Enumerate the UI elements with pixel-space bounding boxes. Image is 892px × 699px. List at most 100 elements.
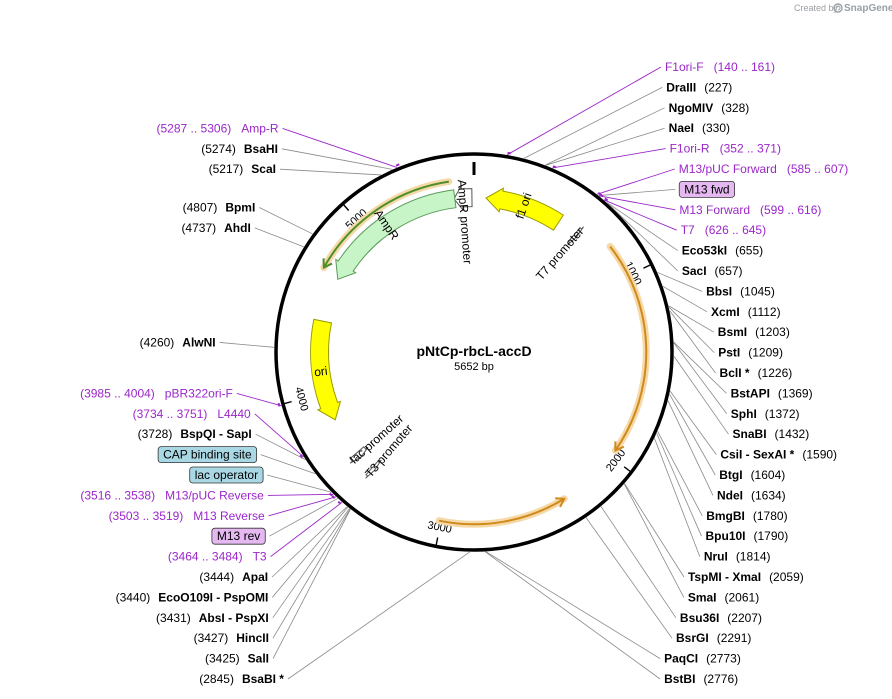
primer-label-f1ori-f[interactable]: F1ori-F(140 .. 161) [665, 60, 775, 74]
label-coord: (1780) [753, 509, 788, 523]
primer-label-m13-reverse[interactable]: M13 Reverse(3503 .. 3519) [109, 509, 265, 523]
feature-t7-promoter[interactable] [567, 226, 584, 246]
primer-label-amp-r[interactable]: Amp-R(5287 .. 5306) [157, 121, 279, 135]
feature-ori[interactable] [310, 318, 342, 421]
label-name: SnaBI [733, 427, 767, 441]
site-label-bsabi[interactable]: BsaBI * (2845) [199, 672, 284, 686]
site-label-snabi[interactable]: SnaBI(1432) [733, 427, 810, 441]
feature-label-m13-fwd[interactable]: M13 fwd [678, 180, 736, 198]
feature-label-lac-operator[interactable]: lac operator [189, 466, 264, 484]
feature-box [678, 180, 736, 198]
primer-label-t3[interactable]: T3(3464 .. 3484) [168, 550, 267, 564]
site-label-ngomiv[interactable]: NgoMIV(328) [669, 101, 750, 115]
feature-t3-promoter[interactable] [365, 459, 382, 479]
site-label-ahdi[interactable]: AhdI(4737) [181, 221, 250, 235]
orf-arc[interactable] [322, 180, 449, 269]
feature-label-cap-binding-site[interactable]: CAP binding site [157, 446, 258, 464]
site-label-bpu10i[interactable]: Bpu10I(1790) [706, 529, 789, 543]
site-label-bmgbi[interactable]: BmgBI(1780) [706, 509, 787, 523]
label-name: pBR322ori-F [165, 386, 233, 400]
site-label-paqci[interactable]: PaqCI(2773) [664, 652, 741, 666]
site-label-ndei[interactable]: NdeI(1634) [717, 488, 786, 502]
site-label-bstbi[interactable]: BstBI(2776) [664, 672, 738, 686]
site-label-sphi[interactable]: SphI(1372) [731, 407, 800, 421]
site-label-eco53ki[interactable]: Eco53kI(655) [682, 244, 763, 258]
label-name: BsaHI [244, 142, 278, 156]
site-label-scai[interactable]: ScaI(5217) [209, 162, 276, 176]
site-label-bsmi[interactable]: BsmI(1203) [718, 325, 790, 339]
site-label-btgi[interactable]: BtgI(1604) [719, 468, 785, 482]
label-name: BbsI [706, 284, 732, 298]
tick-mark [623, 466, 631, 473]
site-label-nrui[interactable]: NruI(1814) [704, 550, 771, 564]
feature-f1-ori[interactable] [485, 187, 564, 231]
tick-mark [643, 264, 651, 269]
label-coord: (2776) [703, 672, 738, 686]
label-coord: (2059) [769, 570, 804, 584]
site-label-xcmi[interactable]: XcmI(1112) [711, 305, 781, 319]
site-label-bsahi[interactable]: BsaHI(5274) [201, 142, 278, 156]
leader-line [523, 87, 663, 159]
feature-ampr[interactable] [335, 189, 457, 280]
label-coord: (1209) [748, 346, 783, 360]
site-label-bpmi[interactable]: BpmI(4807) [183, 201, 256, 215]
site-label-ecoo109i-pspomi[interactable]: EcoO109I - PspOMI(3440) [116, 590, 269, 604]
primer-label-m13-puc-forward[interactable]: M13/pUC Forward(585 .. 607) [679, 162, 848, 176]
primer-label-l4440[interactable]: L4440(3734 .. 3751) [133, 407, 251, 421]
site-label-absi-pspxi[interactable]: AbsI - PspXI(3431) [156, 611, 269, 625]
site-label-saci[interactable]: SacI(657) [682, 264, 743, 278]
leader-line [673, 341, 727, 394]
site-label-bbsi[interactable]: BbsI(1045) [706, 284, 775, 298]
label-coord: (3431) [156, 611, 191, 625]
tick-mark [283, 400, 292, 405]
site-label-bsu36i[interactable]: Bsu36I(2207) [680, 611, 762, 625]
site-label-bspqi-sapi[interactable]: BspQI - SapI(3728) [138, 427, 252, 441]
primer-label-pbr322ori-f[interactable]: pBR322ori-F(3985 .. 4004) [80, 386, 233, 400]
label-name: M13 Reverse [193, 509, 265, 523]
label-coord: (2291) [717, 631, 752, 645]
site-label-psti[interactable]: PstI(1209) [718, 346, 783, 360]
feature-box [211, 527, 266, 545]
leader-line [673, 342, 728, 415]
site-label-tspmi-xmai[interactable]: TspMI - XmaI(2059) [688, 570, 804, 584]
site-label-csii-sexai[interactable]: CsiI - SexAI *(1590) [720, 448, 837, 462]
tick-label: 4000 [292, 386, 310, 413]
leader-line [623, 483, 685, 598]
leader-line [668, 305, 715, 333]
site-label-alwni[interactable]: AlwNI(4260) [140, 335, 216, 349]
site-label-smai[interactable]: SmaI(2061) [688, 590, 759, 604]
orf-arc[interactable] [609, 245, 648, 451]
primer-label-m13-forward[interactable]: M13 Forward(599 .. 616) [679, 203, 821, 217]
label-coord: (585 .. 607) [787, 162, 848, 176]
label-coord: (2207) [727, 611, 762, 625]
site-label-bsrgi[interactable]: BsrGI(2291) [676, 631, 751, 645]
primer-label-t7[interactable]: T7(626 .. 645) [681, 223, 766, 237]
primer-label-f1ori-r[interactable]: F1ori-R(352 .. 371) [670, 142, 781, 156]
leader-line [270, 501, 343, 557]
orf-arrowhead-icon [322, 258, 333, 270]
primer-label-m13-puc-reverse[interactable]: M13/pUC Reverse(3516 .. 3538) [80, 488, 264, 502]
label-coord: (2845) [199, 672, 234, 686]
leader-line [607, 202, 679, 272]
site-label-naei[interactable]: NaeI(330) [669, 121, 730, 135]
site-label-draiii[interactable]: DraIII(227) [666, 80, 732, 94]
label-name: BsaBI * [242, 672, 284, 686]
label-name: SmaI [688, 590, 717, 604]
site-label-bstapi[interactable]: BstAPI(1369) [731, 386, 813, 400]
feature-label-m13-rev[interactable]: M13 rev [211, 527, 266, 545]
leader-line [506, 66, 662, 156]
label-coord: (1203) [755, 325, 790, 339]
site-label-hincii[interactable]: HincII(3427) [194, 631, 269, 645]
site-label-bcli[interactable]: BclI *(1226) [720, 366, 793, 380]
feature-ampr-promoter[interactable] [453, 184, 473, 212]
site-label-sali[interactable]: SalI(3425) [205, 652, 269, 666]
leader-line [269, 498, 338, 537]
label-name: BstAPI [731, 386, 770, 400]
label-coord: (1372) [765, 407, 800, 421]
site-label-apai[interactable]: ApaI(3444) [199, 570, 268, 584]
orf-arc[interactable] [438, 497, 565, 526]
leader-line [485, 551, 661, 659]
plasmid-backbone[interactable] [274, 152, 674, 552]
feature-lac-promoter[interactable] [349, 446, 369, 464]
